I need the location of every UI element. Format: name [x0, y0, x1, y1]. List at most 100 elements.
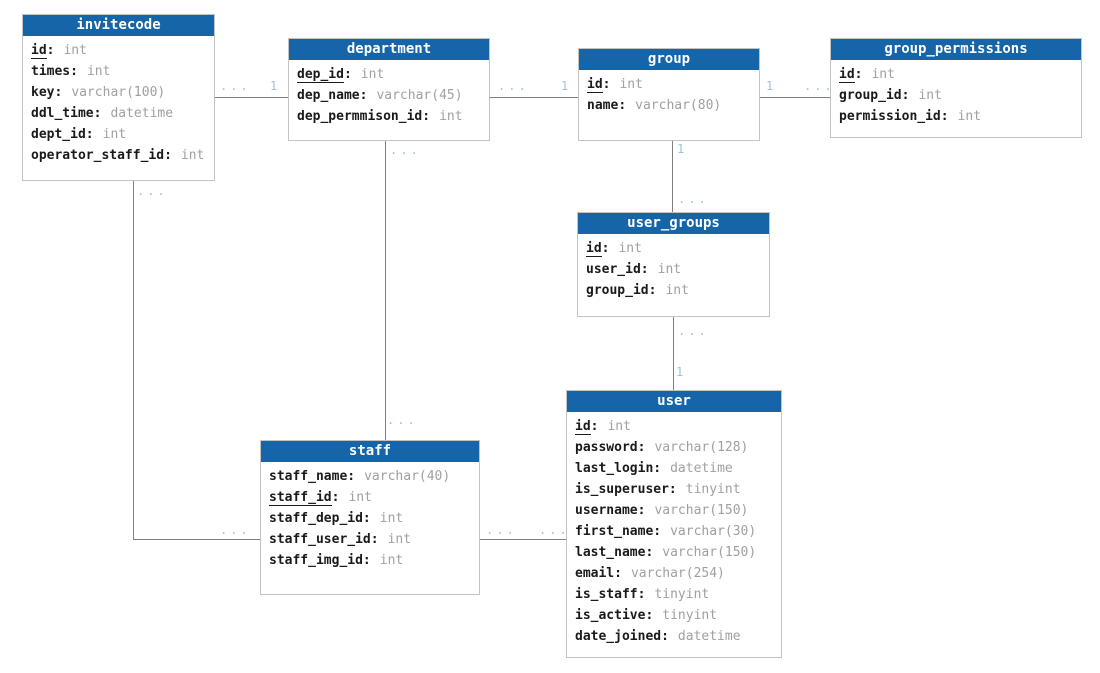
field-colon: : [359, 88, 368, 103]
field-type: int [619, 77, 643, 92]
relationship-line-invitecode-staff-horizontal [133, 539, 260, 540]
field-user_id: user_id:int [586, 259, 761, 280]
field-colon: : [645, 608, 654, 623]
field-is_active: is_active: tinyint [575, 605, 773, 626]
field-type: int [871, 67, 895, 82]
field-name: is_staff [575, 587, 638, 602]
field-colon: : [164, 148, 172, 163]
field-name: date_joined [575, 629, 662, 644]
cardinality-label: 1 [270, 79, 281, 93]
table-title-department: department [289, 39, 489, 60]
field-type: int [618, 241, 642, 256]
field-name: name [587, 98, 619, 113]
primary-key-field-name: id [575, 419, 591, 435]
field-name: email [575, 566, 615, 581]
field-name: times [31, 64, 71, 79]
field-email: email: varchar(254) [575, 563, 773, 584]
field-id: id:int [575, 416, 773, 437]
field-colon: : [54, 85, 63, 100]
field-type: int [665, 283, 689, 298]
field-staff_img_id: staff_img_id:int [269, 550, 471, 571]
field-type: int [387, 532, 412, 547]
relationship-line-group-user_groups [672, 141, 673, 212]
field-type: int [348, 490, 372, 505]
table-title-group: group [579, 49, 759, 70]
field-operator_staff_id: operator_staff_id:int [31, 145, 206, 166]
field-type: int [102, 127, 127, 142]
table-title-group_permissions: group_permissions [831, 39, 1081, 60]
field-name: ddl_time [31, 106, 94, 121]
field-colon: : [653, 524, 662, 539]
field-colon: : [602, 77, 611, 92]
field-type: tinyint [654, 587, 710, 602]
field-first_name: first_name:varchar(30) [575, 521, 773, 542]
field-password: password:varchar(128) [575, 437, 773, 458]
primary-key-field-name: staff_id [269, 490, 332, 506]
relationship-line-user_groups-user [673, 317, 674, 390]
relationship-line-department-staff [385, 141, 386, 440]
field-colon: : [653, 461, 662, 476]
field-group_id: group_id:int [839, 85, 1073, 106]
table-title-user_groups: user_groups [578, 213, 769, 234]
primary-key-field-name: id [839, 67, 855, 83]
cardinality-label: ... [539, 523, 570, 537]
field-type: varchar(128) [654, 440, 749, 455]
field-name: dep_permmison_id [297, 109, 423, 124]
field-type: int [607, 419, 631, 434]
table-title-staff: staff [261, 441, 479, 462]
field-name: is_active [575, 608, 646, 623]
field-type: varchar(254) [630, 566, 725, 581]
field-colon: : [70, 64, 78, 79]
field-is_superuser: is_superuser:tinyint [575, 479, 773, 500]
field-type: tinyint [685, 482, 741, 497]
field-type: datetime [677, 629, 741, 644]
cardinality-label: ... [678, 192, 709, 206]
field-name: staff_name [269, 469, 348, 484]
field-colon: : [46, 43, 55, 58]
field-last_name: last_name:varchar(150) [575, 542, 773, 563]
cardinality-label: ... [804, 79, 835, 93]
primary-key-field-name: id [587, 77, 603, 93]
field-name: operator_staff_id [31, 148, 165, 163]
cardinality-label: ... [498, 79, 529, 93]
field-colon: : [347, 469, 356, 484]
relationship-line-department-group [490, 97, 578, 98]
field-colon: : [422, 109, 431, 124]
cardinality-label: 1 [561, 79, 572, 93]
field-last_login: last_login:datetime [575, 458, 773, 479]
field-name: dep_name [297, 88, 360, 103]
field-name: permission_id [839, 109, 941, 124]
field-colon: : [668, 482, 677, 497]
field-colon: : [645, 545, 654, 560]
cardinality-label: ... [390, 143, 421, 157]
field-type: datetime [670, 461, 733, 476]
field-type: int [379, 511, 404, 526]
field-colon: : [362, 553, 371, 568]
field-name: username [575, 503, 638, 518]
field-is_staff: is_staff:tinyint [575, 584, 773, 605]
primary-key-field-name: dep_id [297, 67, 344, 83]
cardinality-label: 1 [766, 79, 777, 93]
field-name: dept_id [31, 127, 86, 142]
primary-key-field-name: id [31, 43, 47, 59]
field-type: varchar(80) [635, 98, 722, 113]
field-name: first_name [575, 524, 654, 539]
field-type: int [439, 109, 463, 124]
field-colon: : [614, 566, 622, 581]
field-type: varchar(150) [662, 545, 757, 560]
field-dep_permmison_id: dep_permmison_id: int [297, 106, 481, 127]
field-type: tinyint [662, 608, 718, 623]
field-colon: : [940, 109, 949, 124]
